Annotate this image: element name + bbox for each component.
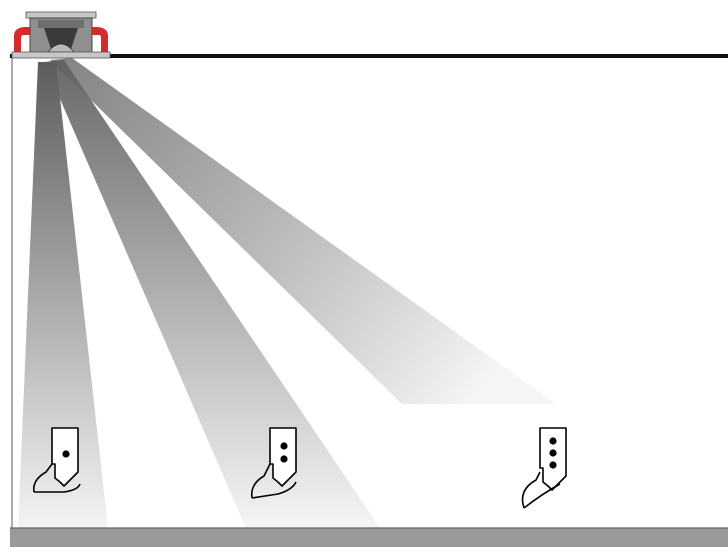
bracket-right-red [92,27,108,52]
listener-3 [521,427,567,509]
listener-seat-base [251,481,297,499]
listener-seat-base [523,483,561,509]
speaker-flange [11,51,111,59]
listener-dot [62,450,70,458]
beam-3 [50,58,556,404]
listener-seat-base [34,483,81,493]
beam-1 [18,62,108,528]
listener-seat [521,471,541,509]
listener-dot [549,461,557,469]
seated-listener-icon [521,427,567,509]
beam-2 [44,60,380,528]
listener-dot [280,455,288,463]
listener-2 [250,427,297,499]
listener-seat [32,463,53,493]
ceiling-speaker-icon [11,11,111,59]
listener-dot [549,449,557,457]
listener-1 [32,427,81,493]
listener-body [539,427,567,491]
speaker-cone [44,28,78,52]
floor [10,528,728,547]
bracket-left-red [14,27,30,52]
listener-dot [280,442,288,450]
listener-seat [250,463,271,499]
listener-dot [549,437,557,445]
speaker-grille [38,20,84,28]
beams-group [18,58,556,528]
seated-listener-icon [250,427,297,499]
speaker-top-bar [25,11,97,19]
seated-listener-icon [32,427,81,493]
